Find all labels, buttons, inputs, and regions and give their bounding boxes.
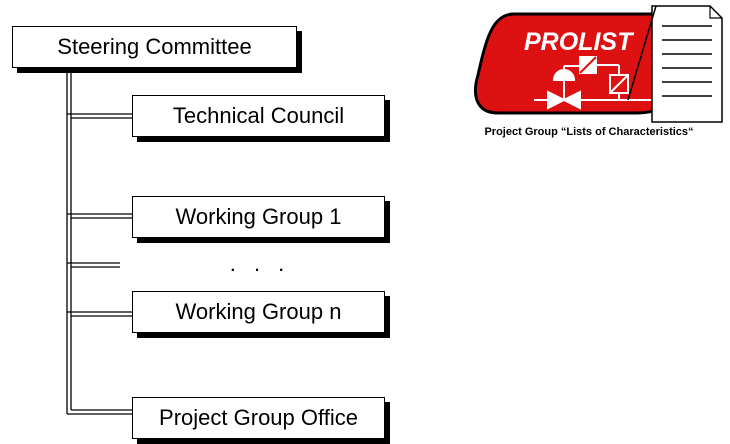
logo-caption: Project Group “Lists of Characteristics“ xyxy=(484,126,694,138)
org-chart: Steering Committee Technical Council Wor… xyxy=(12,26,385,439)
technical-council-label: Technical Council xyxy=(172,103,345,128)
document-icon xyxy=(651,5,723,123)
working-group-n-label: Working Group n xyxy=(175,299,342,324)
steering-committee-label: Steering Committee xyxy=(57,34,252,59)
connector-lines xyxy=(66,66,132,415)
project-group-office-label: Project Group Office xyxy=(159,405,358,430)
working-group-n-box: Working Group n xyxy=(132,291,385,333)
process-diagram-icon xyxy=(534,56,673,110)
ellipsis-text: . . . xyxy=(229,251,291,276)
prolist-logo: PROLIST xyxy=(448,0,730,150)
working-group-1-box: Working Group 1 xyxy=(132,196,385,238)
steering-committee-box: Steering Committee xyxy=(12,26,297,68)
technical-council-box: Technical Council xyxy=(132,95,385,137)
prolist-badge: PROLIST xyxy=(474,5,723,123)
prolist-wordmark: PROLIST xyxy=(524,28,635,56)
project-group-office-box: Project Group Office xyxy=(132,397,385,439)
working-group-1-label: Working Group 1 xyxy=(175,204,342,229)
